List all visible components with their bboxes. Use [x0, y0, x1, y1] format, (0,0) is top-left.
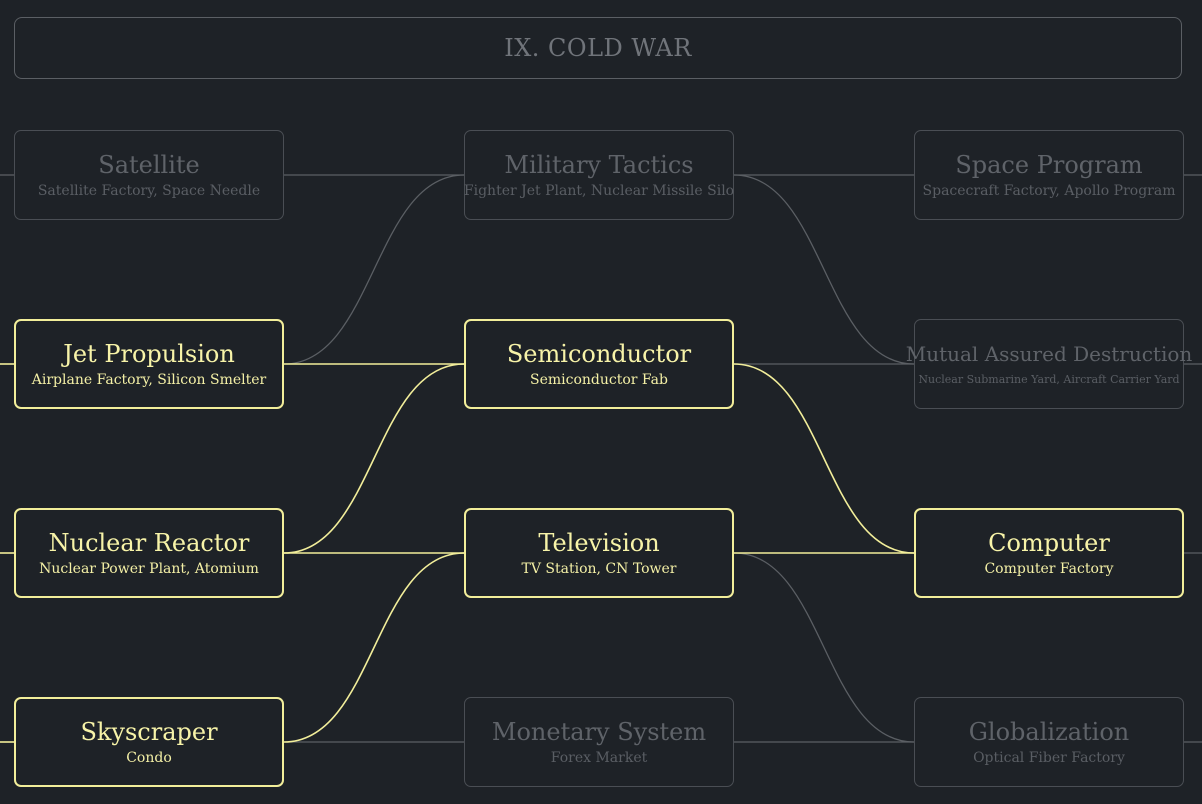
- tech-unlocks: Nuclear Submarine Yard, Aircraft Carrier…: [918, 373, 1180, 386]
- tech-unlocks: TV Station, CN Tower: [521, 561, 677, 577]
- tech-name: Space Program: [955, 151, 1143, 179]
- tech-name: Computer: [988, 529, 1110, 557]
- tech-node-space-program[interactable]: Space Program Spacecraft Factory, Apollo…: [914, 130, 1184, 220]
- tech-unlocks: Nuclear Power Plant, Atomium: [39, 561, 259, 577]
- tech-name: Mutual Assured Destruction: [905, 342, 1193, 366]
- tech-node-television[interactable]: Television TV Station, CN Tower: [464, 508, 734, 598]
- tech-name: Monetary System: [491, 718, 707, 746]
- link-tv-to-glob: [733, 552, 915, 743]
- link-reactor-to-semi: [283, 363, 465, 554]
- tech-name: Television: [538, 529, 660, 557]
- tech-name: Globalization: [968, 718, 1130, 746]
- link-sky-to-tv: [283, 552, 465, 743]
- tech-unlocks: Condo: [126, 750, 172, 766]
- tech-name: Semiconductor: [506, 340, 692, 368]
- tech-node-skyscraper[interactable]: Skyscraper Condo: [14, 697, 284, 787]
- tech-unlocks: Semiconductor Fab: [529, 372, 668, 388]
- tech-unlocks: Forex Market: [550, 750, 648, 766]
- tech-node-monetary-system[interactable]: Monetary System Forex Market: [464, 697, 734, 787]
- tech-node-satellite[interactable]: Satellite Satellite Factory, Space Needl…: [14, 130, 284, 220]
- tech-unlocks: Computer Factory: [984, 561, 1114, 577]
- tech-unlocks: Airplane Factory, Silicon Smelter: [31, 372, 267, 388]
- tech-name: Satellite: [98, 151, 200, 179]
- tech-node-semiconductor[interactable]: Semiconductor Semiconductor Fab: [464, 319, 734, 409]
- tech-unlocks: Optical Fiber Factory: [973, 750, 1125, 766]
- link-semi-to-computer: [733, 363, 915, 554]
- era-header: IX. COLD WAR: [14, 17, 1182, 79]
- link-jet-to-military: [283, 174, 465, 365]
- tech-unlocks: Fighter Jet Plant, Nuclear Missile Silo: [463, 183, 735, 199]
- tech-node-military-tactics[interactable]: Military Tactics Fighter Jet Plant, Nucl…: [464, 130, 734, 220]
- tech-unlocks: Spacecraft Factory, Apollo Program: [922, 183, 1176, 199]
- tech-node-mutual-assured-destruction[interactable]: Mutual Assured Destruction Nuclear Subma…: [906, 319, 1192, 409]
- tech-node-jet-propulsion[interactable]: Jet Propulsion Airplane Factory, Silicon…: [14, 319, 284, 409]
- tech-name: Jet Propulsion: [63, 340, 235, 368]
- tech-node-globalization[interactable]: Globalization Optical Fiber Factory: [914, 697, 1184, 787]
- tech-node-computer[interactable]: Computer Computer Factory: [914, 508, 1184, 598]
- tech-name: Military Tactics: [504, 151, 694, 179]
- tech-unlocks: Satellite Factory, Space Needle: [37, 183, 261, 199]
- tech-name: Skyscraper: [80, 718, 218, 746]
- link-military-to-mad: [733, 174, 915, 365]
- tech-name: Nuclear Reactor: [48, 529, 250, 557]
- tech-node-nuclear-reactor[interactable]: Nuclear Reactor Nuclear Power Plant, Ato…: [14, 508, 284, 598]
